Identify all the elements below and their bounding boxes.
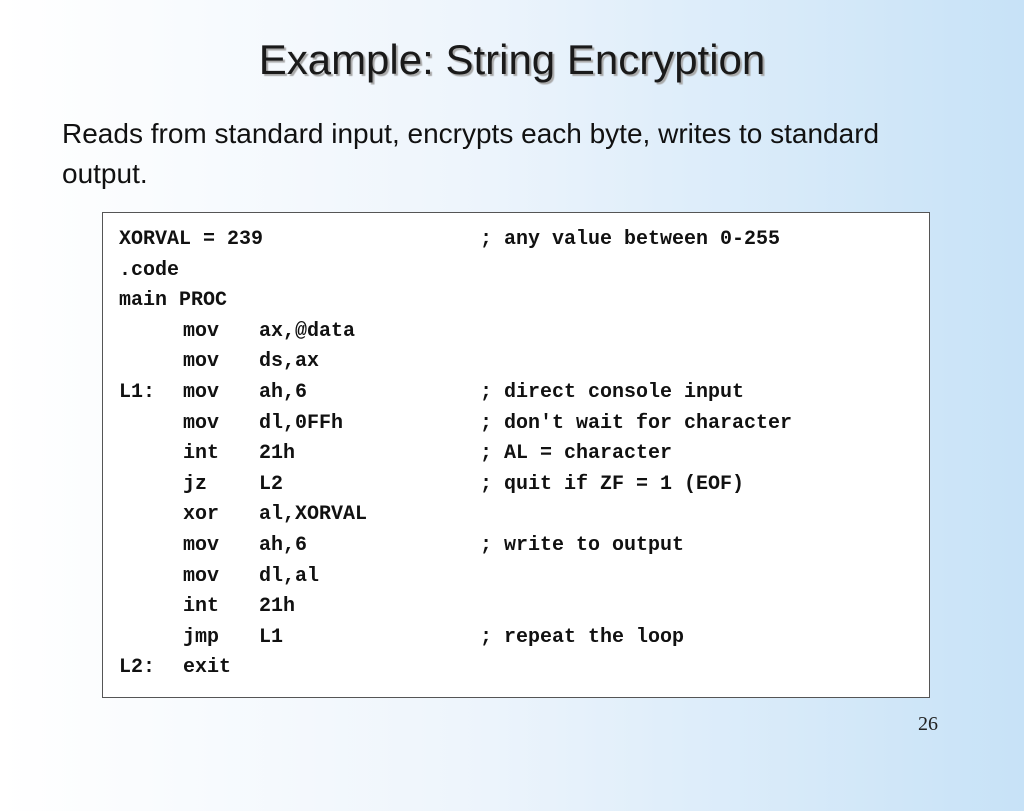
code-mnemonic: jz [183,472,208,496]
code-line: int 21h ; AL = character [119,441,672,472]
code-operands: ax,@data [259,319,356,343]
code-line: mov dl,al [119,564,319,595]
code-operands: al,XORVAL [259,503,368,527]
code-comment: ; quit if ZF = 1 (EOF) [480,472,745,496]
code-label: L1: [119,380,156,404]
code-line: jmp L1 ; repeat the loop [119,625,684,656]
code-line: .code [119,258,191,289]
code-line: mov ax,@data [119,319,355,350]
code-operands: L1 [259,625,284,649]
code-comment: ; AL = character [480,442,673,466]
code-comment: ; direct console input [480,380,745,404]
code-mnemonic: jmp [183,625,220,649]
page-number: 26 [918,713,938,735]
code-listing: XORVAL = 239 ; any value between 0-255 .… [119,227,792,686]
code-operands: L2 [259,472,284,496]
slide-title: Example: String Encryption [258,36,766,83]
code-box: XORVAL = 239 ; any value between 0-255 .… [102,212,930,698]
code-operands: ds,ax [259,350,320,374]
code-comment: ; any value between 0-255 [480,228,781,251]
code-mnemonic: exit [183,656,232,680]
code-mnemonic: mov [183,319,220,343]
code-mnemonic: mov [183,350,220,374]
code-operands: dl,0FFh [259,411,344,435]
code-operands: ah,6 [259,380,308,404]
code-label: XORVAL = 239 [119,228,264,251]
code-operands: 21h [259,442,296,466]
code-mnemonic: mov [183,411,220,435]
intro-text: Reads from standard input, encrypts each… [62,118,880,189]
code-mnemonic: mov [183,380,220,404]
code-line: jz L2 ; quit if ZF = 1 (EOF) [119,472,744,503]
code-operands: dl,al [259,564,320,588]
code-mnemonic: xor [183,503,220,527]
code-line: xor al,XORVAL [119,502,367,533]
code-label: .code [119,258,180,282]
code-line: L2: exit [119,655,231,686]
code-mnemonic: int [183,442,220,466]
code-comment: ; don't wait for character [480,411,793,435]
code-line: int 21h [119,594,295,625]
code-comment: ; repeat the loop [480,625,685,649]
code-line: mov dl,0FFh ; don't wait for character [119,411,792,442]
code-mnemonic: mov [183,564,220,588]
code-line: mov ds,ax [119,349,319,380]
code-line: mov ah,6 ; write to output [119,533,684,564]
code-mnemonic: mov [183,533,220,557]
code-line: main PROC [119,288,227,319]
code-comment: ; write to output [480,533,685,557]
code-label: main PROC [119,289,228,313]
code-operands: ah,6 [259,533,308,557]
code-label: L2: [119,656,156,680]
code-line: XORVAL = 239 ; any value between 0-255 [119,227,780,258]
code-operands: 21h [259,595,296,619]
code-line: L1: mov ah,6 ; direct console input [119,380,744,411]
code-mnemonic: int [183,595,220,619]
